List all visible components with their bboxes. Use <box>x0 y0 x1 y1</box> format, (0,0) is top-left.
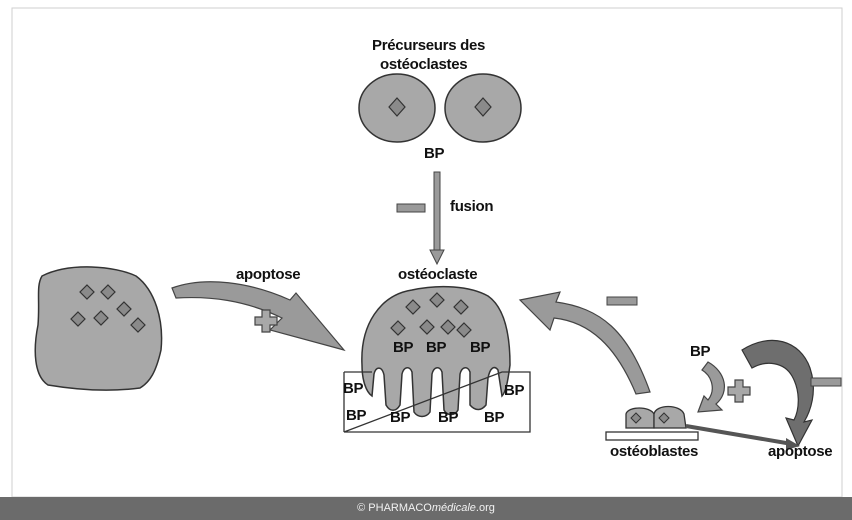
bp-label-matrix-3: BP <box>346 407 366 424</box>
bp-label-matrix-6: BP <box>484 409 504 426</box>
bp-label-cell-3: BP <box>470 339 490 356</box>
bp-label-matrix-4: BP <box>390 409 410 426</box>
apoptose-label-left: apoptose <box>236 266 300 283</box>
diagram-border <box>12 8 842 497</box>
footer-domain: .org <box>476 502 495 514</box>
apoptotic-osteoclast <box>35 267 161 390</box>
apoptose-label-right: apoptose <box>768 443 832 460</box>
bp-label-matrix-2: BP <box>504 382 524 399</box>
bp-label-matrix-5: BP <box>438 409 458 426</box>
bp-label-cell-2: BP <box>426 339 446 356</box>
footer-brand-italic: médicale <box>432 502 476 514</box>
precursors-label-line1: Précurseurs des <box>372 37 485 54</box>
osteoclaste-label: ostéoclaste <box>398 266 477 283</box>
bp-label-matrix-1: BP <box>343 380 363 397</box>
inhibition-sign-fusion <box>397 204 425 212</box>
fusion-label: fusion <box>450 198 493 215</box>
precursors-label-line2: ostéoclastes <box>380 56 467 73</box>
osteoblast-base <box>606 432 698 440</box>
bp-label-precursors: BP <box>424 145 444 162</box>
inhibition-sign-apoptose <box>811 378 841 386</box>
bp-label-osteoblast: BP <box>690 343 710 360</box>
copyright-symbol: © <box>357 502 365 514</box>
copyright-footer: © PHARMACOmédicale.org <box>0 497 852 520</box>
bp-label-cell-1: BP <box>393 339 413 356</box>
osteoblastes-label: ostéoblastes <box>610 443 698 460</box>
osteoblast-cells <box>626 407 686 429</box>
footer-brand: PHARMACO <box>368 502 432 514</box>
inhibition-sign-osteoclast <box>607 297 637 305</box>
